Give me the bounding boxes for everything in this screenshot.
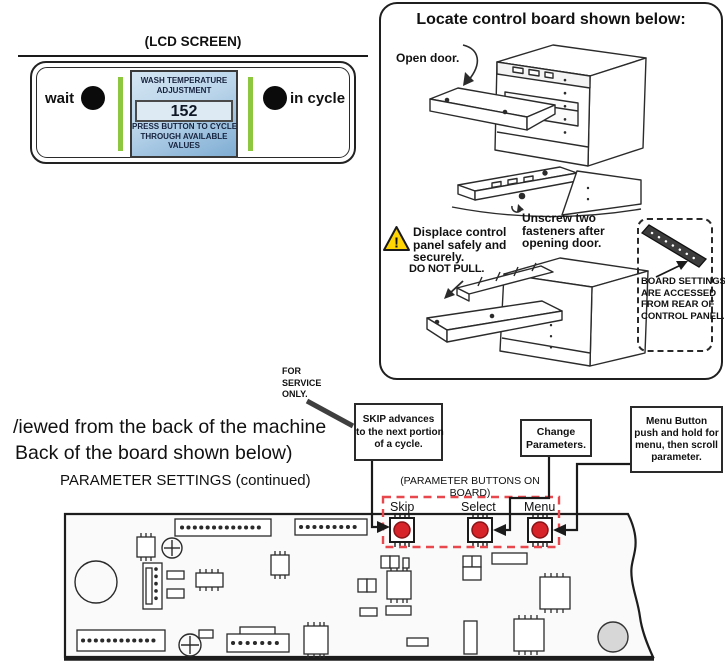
displace-note-line: panel safely and xyxy=(413,237,507,252)
lcd-screen-heading: ADJUSTMENT xyxy=(156,86,212,95)
viewed-from-back-line2: Back of the board shown below) xyxy=(15,442,293,464)
parameter-buttons xyxy=(389,512,553,548)
circuit-board xyxy=(63,512,655,661)
parameter-settings-title: PARAMETER SETTINGS (continued) xyxy=(60,472,311,489)
skip-button xyxy=(389,512,415,548)
for-service-pointer xyxy=(305,398,355,429)
locate-board-box xyxy=(379,2,723,380)
passive-components xyxy=(166,552,528,655)
illustration-unscrew-fasteners xyxy=(451,166,642,218)
wait-label: wait xyxy=(45,90,75,107)
menu-callout-line: push and hold for xyxy=(634,428,719,439)
lcd-value: 152 xyxy=(135,100,233,122)
lcd-screen-note: PRESS BUTTON TO CYCLE xyxy=(132,122,238,131)
change-callout-line: Parameters. xyxy=(525,438,587,451)
lcd-green-bar-right xyxy=(248,77,253,151)
lcd-screen: WASH TEMPERATURE ADJUSTMENT 152 PRESS BU… xyxy=(130,70,238,158)
buzzer-circle xyxy=(74,560,118,604)
board-settings-line: ARE ACCESSED xyxy=(641,287,717,299)
board-settings-line: CONTROL PANEL. xyxy=(641,310,725,322)
menu-callout-line: menu, then scroll xyxy=(635,440,718,451)
lcd-green-bar-left xyxy=(118,77,123,151)
menu-button xyxy=(527,512,553,548)
screw-crosshair-icon xyxy=(161,537,202,657)
unscrew-note-line: opening door. xyxy=(522,236,602,250)
relay-circle xyxy=(597,621,629,653)
displace-note: Displace control panel safely and secure… xyxy=(413,226,506,264)
do-not-pull-label: DO NOT PULL. xyxy=(409,263,485,275)
for-service-only-note: FOR SERVICE ONLY. xyxy=(282,366,321,401)
unscrew-note-line: Unscrew two xyxy=(522,211,597,225)
callout-wires xyxy=(305,398,633,536)
for-service-line: FOR xyxy=(282,366,301,376)
for-service-line: ONLY. xyxy=(282,389,308,399)
menu-callout-line: parameter. xyxy=(651,452,702,463)
displace-note-line: Displace control xyxy=(413,225,507,239)
in-cycle-indicator-lamp xyxy=(263,86,287,110)
pin-connector xyxy=(76,518,368,653)
warning-mark: ! xyxy=(394,235,399,252)
lcd-screen-note: VALUES xyxy=(168,141,200,150)
in-cycle-label: in cycle xyxy=(290,90,346,107)
parameter-buttons-caption: (PARAMETER BUTTONS ON BOARD) xyxy=(400,475,540,499)
open-door-label: Open door. xyxy=(396,51,460,65)
wait-indicator-lamp xyxy=(81,86,105,110)
skip-callout-line: SKIP advances xyxy=(362,414,435,425)
board-settings-line: FROM REAR OF xyxy=(641,299,715,310)
locate-board-title: Locate control board shown below: xyxy=(416,11,686,28)
menu-callout-line: Menu Button xyxy=(645,416,708,427)
unscrew-note-line: fasteners after xyxy=(522,223,605,238)
select-button xyxy=(467,512,493,548)
lcd-screen-note: THROUGH AVAILABLE xyxy=(140,131,228,141)
change-callout-line: Change xyxy=(536,426,576,438)
skip-callout-line: to the next portion xyxy=(356,426,444,438)
skip-button-label: Skip xyxy=(390,500,415,514)
unscrew-note: Unscrew two fasteners after opening door… xyxy=(522,212,605,250)
menu-button-callout-box: Menu Button push and hold for menu, then… xyxy=(630,406,723,473)
divider-line xyxy=(18,55,368,57)
lcd-section-title: (LCD SCREEN) xyxy=(144,34,242,49)
for-service-line: SERVICE xyxy=(282,377,322,388)
displace-note-line: securely. xyxy=(413,250,465,264)
illustration-displace-panel xyxy=(426,257,649,367)
lcd-screen-heading: WASH TEMPERATURE xyxy=(140,76,228,85)
buttons-highlight-dashed xyxy=(381,495,561,549)
skip-callout-box: SKIP advances to the next portion of a c… xyxy=(354,403,444,461)
board-settings-line: BOARD SETTINGS xyxy=(641,276,725,287)
menu-button-label: Menu xyxy=(524,500,556,514)
skip-callout-line: of a cycle. xyxy=(374,439,423,450)
warning-icon: ! xyxy=(383,226,410,252)
select-button-label: Select xyxy=(461,500,496,514)
board-settings-note: BOARD SETTINGS ARE ACCESSED FROM REAR OF… xyxy=(641,276,725,322)
change-parameters-callout-box: Change Parameters. xyxy=(520,419,592,457)
illustration-open-door xyxy=(429,44,647,167)
viewed-from-back-line1: /iewed from the back of the machine xyxy=(13,416,327,438)
board-settings-dashed-box xyxy=(637,218,713,352)
